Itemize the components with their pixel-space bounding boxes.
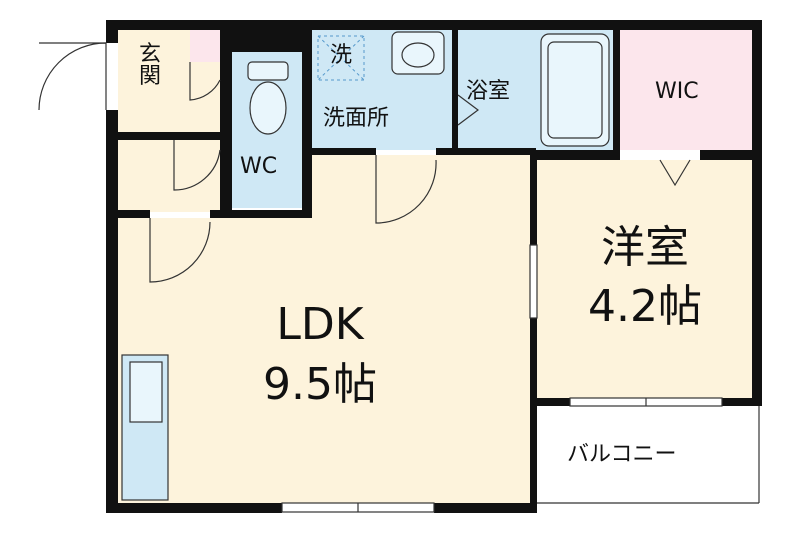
bathtub-icon xyxy=(540,33,610,147)
genkan-storage xyxy=(190,30,220,62)
wic-door-mark xyxy=(659,159,691,187)
toilet-icon xyxy=(247,61,289,135)
hall-floor xyxy=(118,140,220,212)
ldk-size-label: 9.5帖 xyxy=(263,359,377,410)
ldk-upper-floor xyxy=(312,155,530,225)
walls xyxy=(106,20,762,513)
balcony-label: バルコニー xyxy=(567,442,677,467)
ldk-floor xyxy=(118,218,530,503)
door-swings xyxy=(149,62,479,283)
yokushitsu-label: 浴室 xyxy=(466,79,511,104)
wic-label: WIC xyxy=(655,79,699,104)
entrance-door-swing xyxy=(38,42,107,111)
genkan-label: 玄 関 xyxy=(138,42,161,89)
sentaku-label: 洗 xyxy=(330,43,353,68)
balcony-floor xyxy=(537,406,759,503)
youshitsu-floor xyxy=(537,160,752,398)
wc-label: WC xyxy=(240,154,278,179)
youshitsu-size-label: 4.2帖 xyxy=(588,281,702,332)
senmenjo-label: 洗面所 xyxy=(323,106,390,131)
kitchen-counter-icon xyxy=(121,354,169,501)
youshitsu-name-label: 洋室 xyxy=(601,222,689,273)
ldk-name-label: LDK xyxy=(276,299,364,350)
washbasin-icon xyxy=(391,31,445,75)
wic-floor xyxy=(620,30,752,150)
washing-machine-icon xyxy=(317,35,365,81)
